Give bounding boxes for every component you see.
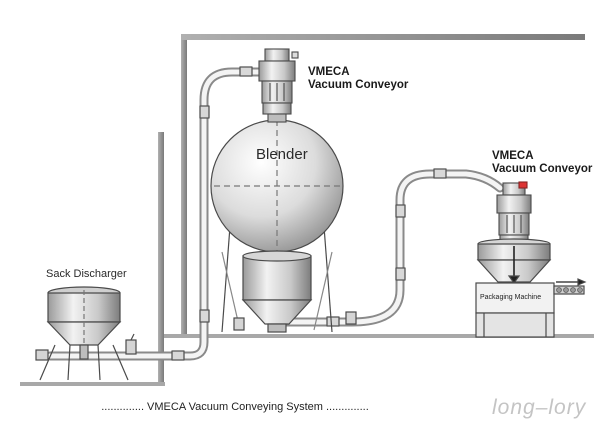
ceiling	[181, 34, 585, 40]
wall-mid	[181, 37, 187, 337]
conveyor-1-label-line-1: VMECA	[308, 66, 350, 78]
conveying-pipes	[45, 66, 505, 361]
floor-lower	[20, 382, 165, 386]
conveyor-2-label-line-2: Vacuum Conveyor	[492, 163, 593, 175]
packaging-machine-label: Packaging Machine	[480, 294, 542, 301]
conveyor-2-label-line-1: VMECA	[492, 150, 534, 162]
conveyor-1-label-line-2: Vacuum Conveyor	[308, 79, 409, 91]
conveyor-1-label: VMECA Vacuum Conveyor	[308, 66, 408, 92]
packaging-machine	[475, 238, 587, 338]
blender-label: Blender	[256, 146, 308, 163]
sack-discharger	[35, 286, 137, 381]
wall-left	[158, 132, 164, 385]
building-structure	[20, 34, 594, 386]
floor-upper	[164, 334, 594, 338]
vacuum-conveyor-1	[258, 48, 299, 123]
sack-discharger-label: Sack Discharger	[46, 268, 127, 280]
diagram-caption: .............. VMECA Vacuum Conveying Sy…	[101, 401, 369, 413]
watermark: long–lory	[492, 396, 587, 419]
blender	[210, 119, 357, 333]
conveyor-2-label: VMECA Vacuum Conveyor	[492, 150, 592, 176]
